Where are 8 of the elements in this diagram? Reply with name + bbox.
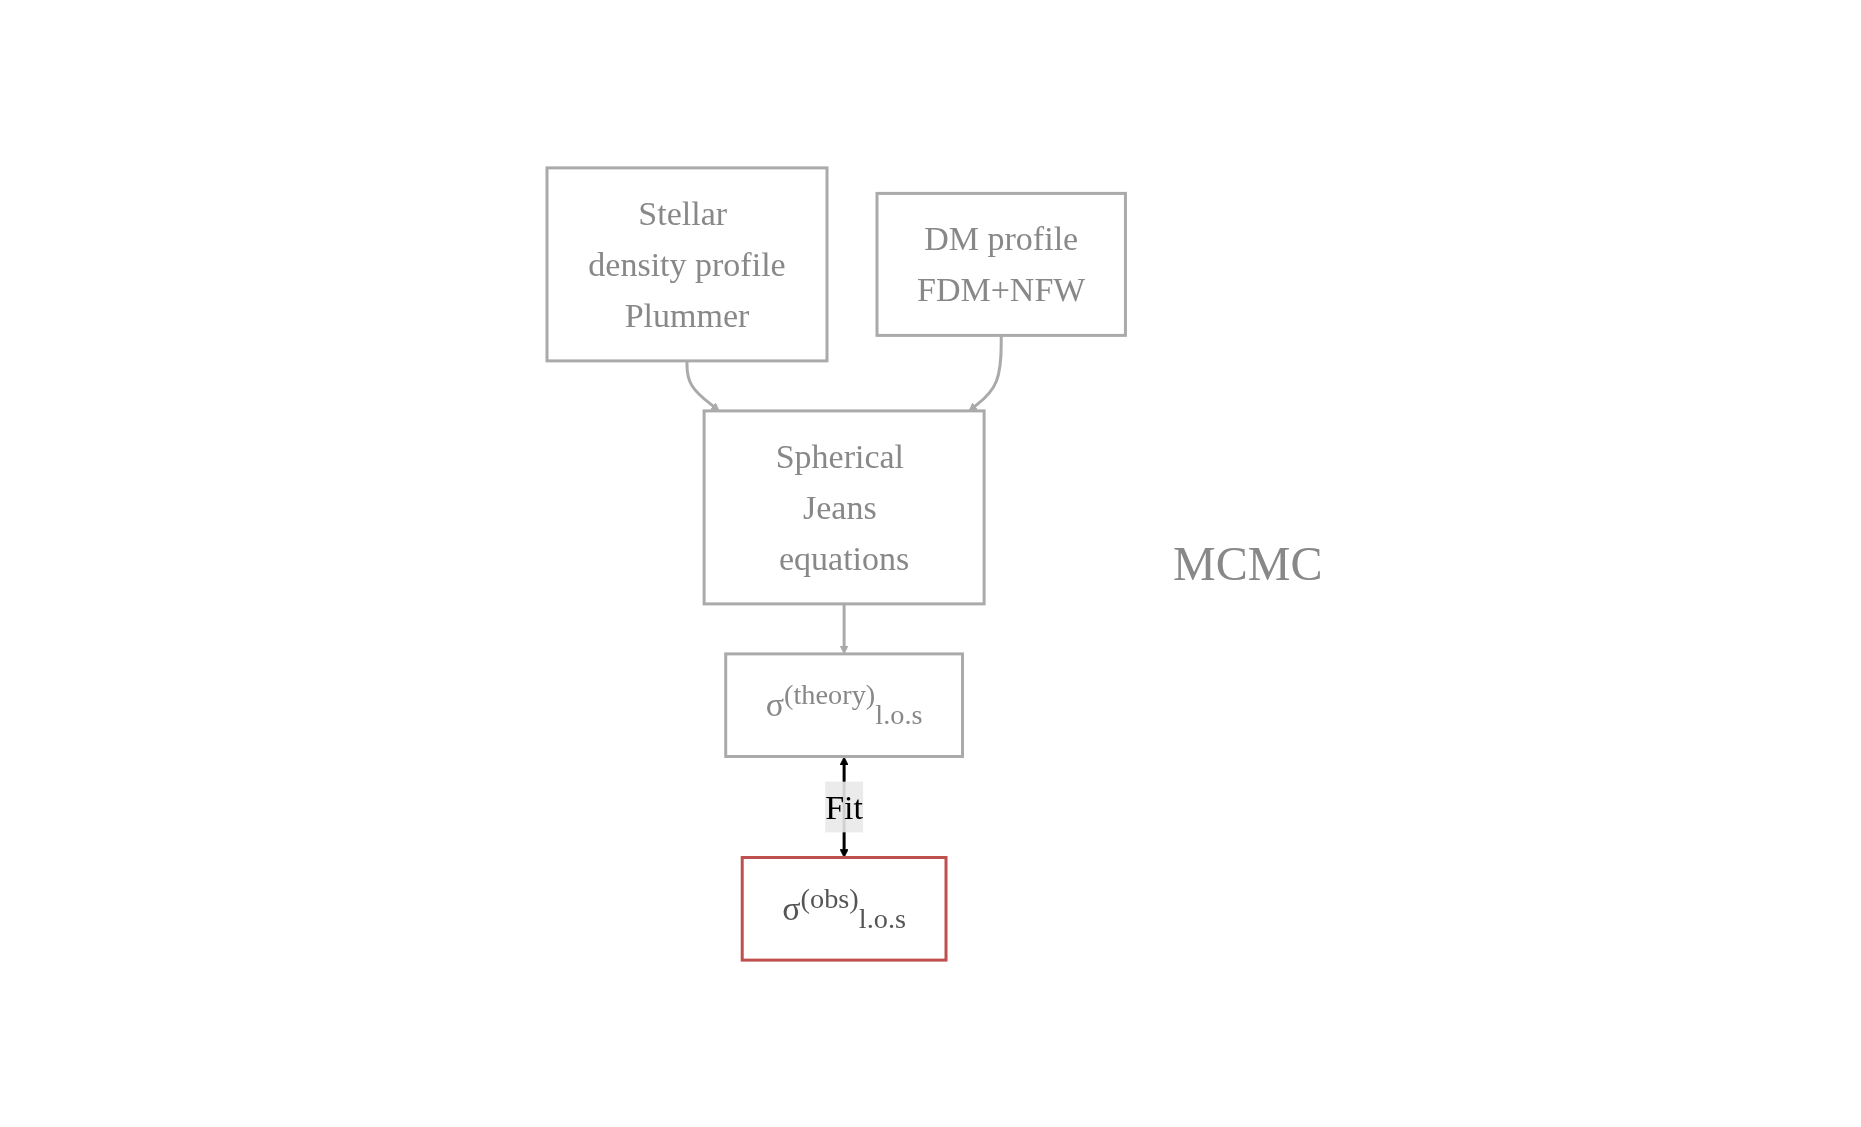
node-box: DM profile FDM+NFW [875, 191, 1127, 337]
edge-label: Fit [824, 788, 863, 825]
arrow [968, 334, 1003, 411]
node-box: Stellar density profile Plummer [545, 165, 829, 362]
arrow [685, 360, 720, 411]
edge-note: MCMC [1173, 536, 1323, 591]
node-box: Spherical Jeans equations [702, 408, 986, 605]
arrow [839, 603, 849, 654]
